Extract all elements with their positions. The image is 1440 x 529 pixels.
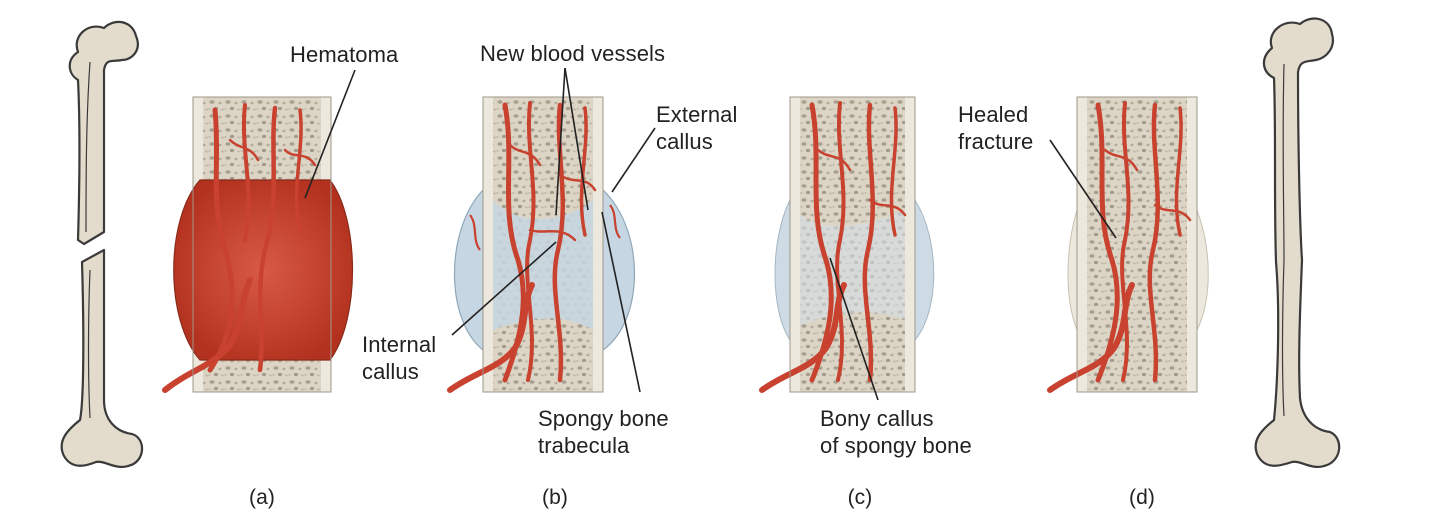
panel-a-letter: (a) [249, 486, 275, 509]
panel-b-artwork [447, 96, 635, 393]
fractured-femur [60, 20, 144, 468]
external-callus-label: External callus [656, 102, 738, 154]
healed-fracture-label: Healed fracture [958, 102, 1034, 154]
healed-femur [1254, 17, 1341, 468]
bony-callus-label: Bony callus of spongy bone [820, 406, 972, 458]
leader-lines [304, 67, 1117, 401]
panel-c-artwork [759, 96, 935, 393]
panel-d-artwork [1047, 96, 1209, 393]
spongy-bone-trabecula-label: Spongy bone trabecula [538, 406, 669, 458]
panel-b-letter: (b) [542, 486, 568, 509]
panel-a-artwork [162, 96, 354, 393]
panel-d-letter: (d) [1129, 486, 1155, 509]
hematoma-label: Hematoma [290, 42, 399, 67]
new-blood-vessels-label: New blood vessels [480, 41, 666, 66]
panel-c-letter: (c) [847, 486, 873, 509]
internal-callus-label: Internal callus [362, 332, 437, 384]
